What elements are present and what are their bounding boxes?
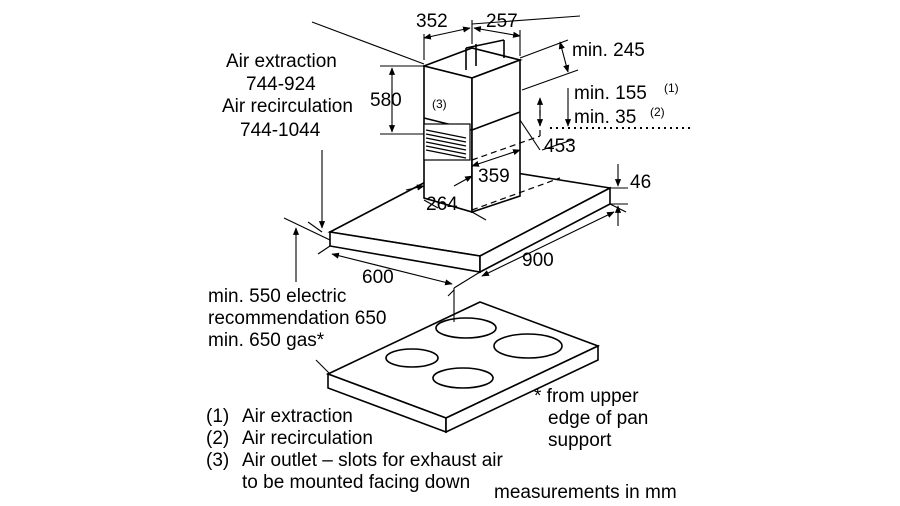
chimney-width-label: 352	[416, 11, 448, 32]
min-155-label: min. 155	[574, 83, 647, 104]
footnote-line-3: support	[548, 430, 612, 451]
air-extraction-label: Air extraction	[226, 51, 337, 72]
note-2-marker: (2)	[650, 105, 665, 119]
legend-text: Air recirculation	[242, 428, 373, 449]
chimney-joint	[471, 111, 521, 131]
legend-num: (1)	[206, 406, 229, 427]
chimney-bracket	[465, 39, 505, 49]
chimney-depth-label: 257	[486, 11, 518, 32]
hood-depth-label: 600	[362, 267, 394, 288]
dim-264-label: 264	[426, 194, 458, 215]
air-recirculation-label: Air recirculation	[222, 96, 353, 117]
outlet-marker: (3)	[432, 97, 447, 111]
air-recirculation-range: 744-1044	[240, 120, 321, 141]
dim-453-label: 453	[544, 136, 576, 157]
dimension-lines	[283, 15, 628, 375]
note-1-marker: (1)	[664, 81, 679, 95]
hood-thickness-label: 46	[630, 172, 651, 193]
legend-num: (2)	[206, 428, 229, 449]
clearance-line-1: min. 550 electric	[208, 286, 346, 307]
cooktop-burner	[385, 348, 439, 368]
clearance-line-3: min. 650 gas*	[208, 330, 325, 351]
cooktop-burner	[432, 367, 494, 389]
legend-text: to be mounted facing down	[242, 472, 470, 493]
clearance-line-2: recommendation 650	[208, 308, 387, 329]
chimney-side	[471, 58, 521, 214]
legend-num: (3)	[206, 450, 229, 471]
legend-text: Air outlet – slots for exhaust air	[242, 450, 504, 471]
air-extraction-range: 744-924	[246, 74, 316, 95]
chimney-height-label: 580	[370, 90, 402, 111]
hood-width-label: 900	[522, 250, 554, 271]
min-245-label: min. 245	[572, 40, 645, 61]
legend-text: Air extraction	[242, 406, 353, 427]
dim-359-label: 359	[478, 166, 510, 187]
units-label: measurements in mm	[494, 482, 677, 503]
footnote-line-1: * from upper	[534, 386, 639, 407]
footnote-line-2: edge of pan	[548, 408, 648, 429]
cooktop-burner	[493, 333, 563, 359]
cooktop	[325, 301, 601, 434]
legend: (1) Air extraction (2) Air recirculation…	[206, 406, 504, 493]
cooktop-side-face	[445, 344, 599, 434]
min-35-label: min. 35	[574, 107, 636, 128]
air-outlet-slots	[423, 123, 471, 161]
cooktop-burner	[435, 317, 497, 339]
